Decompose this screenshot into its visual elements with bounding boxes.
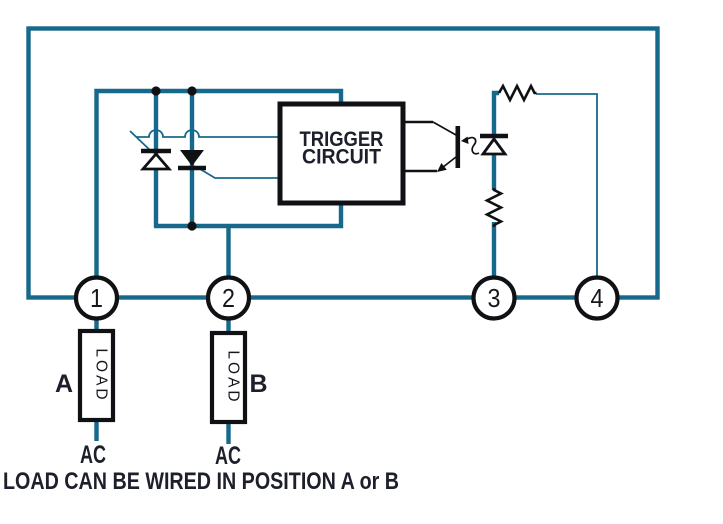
resistor-top-icon (497, 83, 537, 103)
outer-enclosure-outline (26, 26, 660, 300)
load-b-box (209, 330, 248, 425)
load-a-box-label: LOAD (93, 348, 110, 402)
terminals: 1 2 3 4 (73, 275, 620, 321)
light-arrowhead-icon (461, 136, 469, 144)
collector-diagonal (432, 121, 457, 136)
scr-pair-symbol (139, 148, 206, 171)
phototransistor-symbol (403, 120, 480, 173)
load-position-a: LOAD A AC (55, 328, 116, 469)
resistors (484, 83, 537, 227)
load-a-source-label: AC (80, 441, 106, 469)
terminal-3-circle (471, 275, 517, 321)
junction-dots (151, 86, 197, 231)
trigger-circuit-outline (277, 101, 406, 206)
wire-gate-top-with-hops (136, 129, 278, 138)
load-a-position-label: A (55, 370, 73, 398)
transistor-base-bar (455, 126, 461, 168)
scr-right-triangle-icon (180, 150, 204, 166)
wire-group-thin (129, 93, 598, 279)
wire-bottom-bus (154, 202, 344, 229)
junction-dot (187, 221, 197, 231)
diagram-caption: LOAD CAN BE WIRED IN POSITION A or B (3, 468, 399, 495)
junction-dot (151, 86, 161, 96)
wire-gate-top-diagonal (129, 130, 153, 153)
wire-resistor-to-terminal4 (536, 93, 598, 279)
terminal-1-circle (73, 275, 120, 321)
terminal-3-label: 3 (488, 283, 501, 313)
scr-left-triangle-icon (139, 151, 173, 171)
wire-led-resistor-chain (491, 90, 499, 280)
emitter-arrow-icon (437, 163, 447, 172)
load-position-b: LOAD B AC (209, 330, 268, 470)
load-b-source-label: AC (215, 442, 241, 470)
terminal-2-circle (205, 275, 252, 321)
wire-group-thick (26, 26, 660, 444)
terminal-4-circle (574, 275, 620, 321)
led-triangle-icon (480, 136, 508, 156)
terminal-1-label: 1 (90, 283, 103, 313)
load-b-box-label: LOAD (225, 350, 242, 404)
load-a-box (77, 328, 116, 423)
trigger-circuit-label-line2: CIRCUIT (302, 145, 381, 169)
terminal-2-label: 2 (222, 283, 235, 313)
wire-gate-bottom (199, 168, 278, 179)
resistor-bottom-icon (484, 188, 504, 227)
wire-terminal1-to-top-bus (94, 88, 344, 280)
led-symbol (480, 133, 508, 156)
load-b-position-label: B (249, 370, 267, 398)
trigger-circuit-label-line1: TRIGGER (300, 127, 384, 151)
trigger-circuit-box: TRIGGER CIRCUIT (277, 101, 406, 206)
junction-dot (187, 86, 197, 96)
terminal-4-label: 4 (591, 283, 604, 313)
light-squiggle-icon (464, 136, 480, 155)
